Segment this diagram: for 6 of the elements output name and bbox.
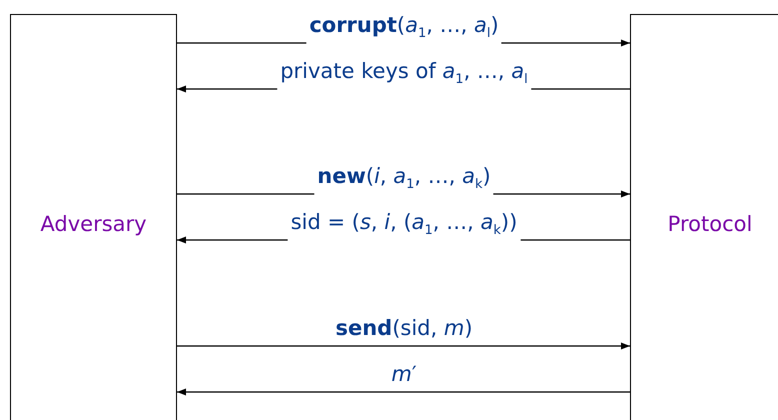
participant-name: Adversary	[40, 212, 147, 236]
arrow	[177, 342, 630, 350]
arrow	[177, 388, 630, 396]
participant-box	[10, 14, 177, 420]
participant-name: Protocol	[668, 212, 752, 236]
participant-box	[630, 14, 778, 420]
